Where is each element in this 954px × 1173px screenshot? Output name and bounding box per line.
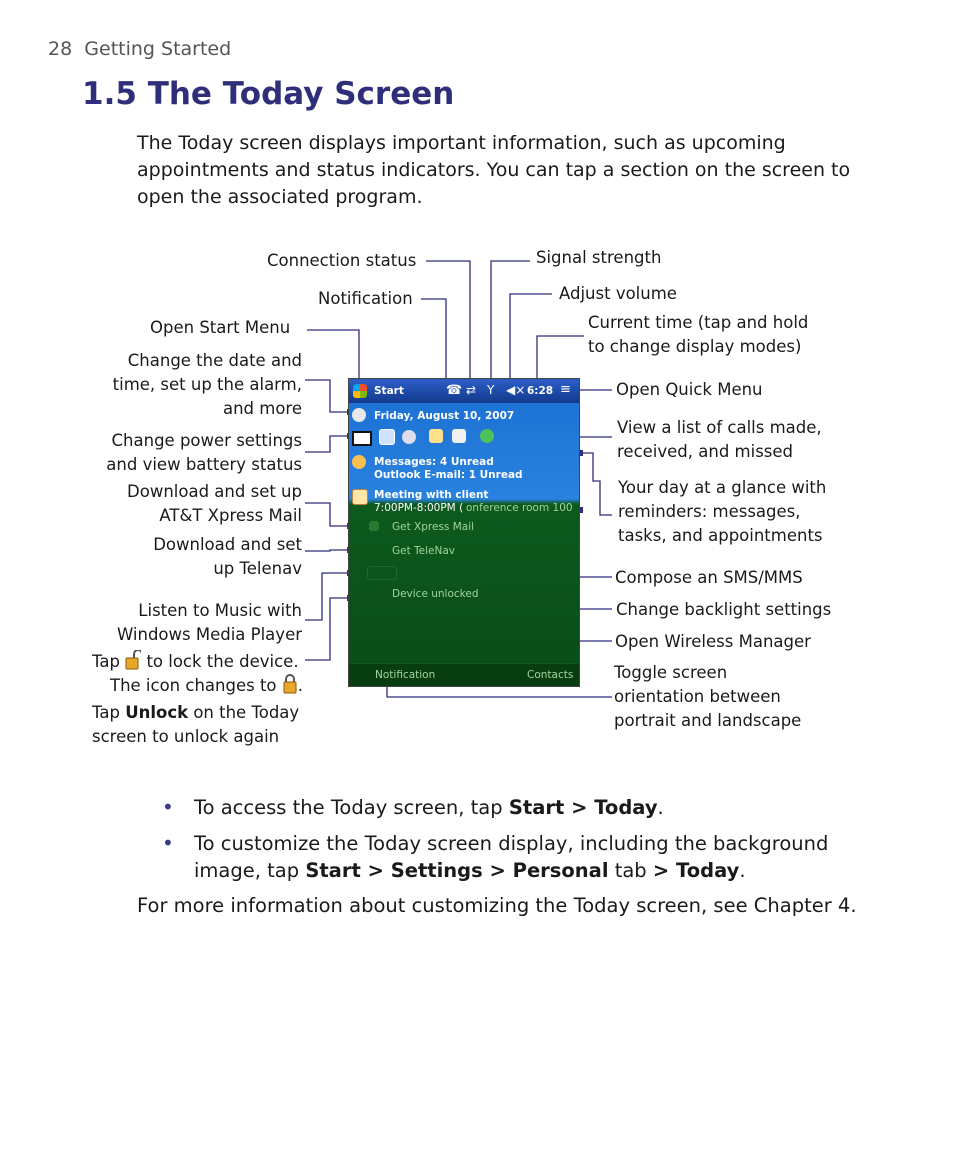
leader-lock: [305, 597, 350, 661]
label-adjust-volume: Adjust volume: [559, 284, 677, 303]
bullet-marker: •: [162, 831, 174, 855]
phone-date: Friday, August 10, 2007: [374, 410, 515, 422]
leader-music: [305, 572, 350, 621]
intro-paragraph: The Today screen displays important info…: [137, 132, 851, 208]
notification-icon: ☎: [446, 383, 463, 398]
phone-meeting: Meeting with client: [374, 489, 489, 501]
phone-meeting-time: 7:00PM-8:00PM (: [374, 502, 464, 514]
windows-flag-icon: [353, 384, 367, 398]
today-screen-image: Start ☎ ⇄ Y ◀× 6:28 ≡ Friday, August 10,…: [348, 378, 580, 687]
running-header: 28 Getting Started: [48, 38, 231, 60]
leader-time: [536, 335, 584, 381]
leader-start: [307, 329, 360, 381]
lock-line1-post: to lock the device.: [146, 652, 299, 671]
label-open-wireless: Open Wireless Manager: [615, 632, 811, 651]
lock-unlock-bold: Unlock: [125, 703, 189, 722]
leader-xpress: [305, 502, 350, 527]
label-current-time: Current time (tap and hold to change dis…: [588, 313, 809, 356]
label-open-quick-menu: Open Quick Menu: [616, 380, 763, 399]
leader-notification: [421, 298, 447, 381]
label-notification: Notification: [318, 289, 413, 308]
label-compose-sms: Compose an SMS/MMS: [615, 568, 803, 587]
media-player-bar: [367, 566, 397, 580]
section-name: Getting Started: [84, 38, 232, 60]
bullet-item: To access the Today screen, tap Start > …: [194, 794, 874, 821]
quick-menu-icon: ≡: [560, 382, 571, 397]
lock-tap-text: Tap: [92, 652, 120, 671]
bullet1-bold: Start > Today: [508, 796, 658, 819]
label-connection-status: Connection status: [267, 251, 417, 270]
messages-icon: [352, 455, 366, 469]
leader-volume: [509, 293, 552, 381]
clock-icon: [352, 408, 366, 422]
label-change-date: Change the date and time, set up the ala…: [112, 351, 302, 418]
closing-paragraph: For more information about customizing t…: [137, 894, 857, 917]
label-lock-line1: Tap to lock the device.: [92, 649, 299, 674]
label-download-xpress: Download and set up AT&T Xpress Mail: [127, 482, 302, 525]
leader-connection: [426, 260, 471, 381]
calendar-icon: [352, 489, 368, 505]
phone-xpress: Get Xpress Mail: [392, 521, 475, 533]
lock-line3-pre: Tap: [92, 703, 120, 722]
label-change-backlight: Change backlight settings: [616, 600, 832, 619]
leader-power: [305, 435, 350, 453]
wireless-manager-icon: [402, 430, 416, 444]
connection-icon: ⇄: [466, 383, 477, 397]
phone-start-label: Start: [374, 385, 404, 397]
bullet2-text: To customize the Today screen display, i…: [194, 832, 829, 882]
label-signal-strength: Signal strength: [536, 248, 662, 267]
call-history-icon: [480, 429, 494, 443]
label-view-calls: View a list of calls made, received, and…: [617, 418, 822, 461]
leader-date: [305, 379, 350, 413]
phone-messages: Messages: 4 Unread: [374, 456, 494, 468]
page-number: 28: [48, 38, 73, 60]
soft-key-bar: Notification Contacts: [349, 663, 579, 686]
battery-icon: [352, 431, 372, 446]
label-lock-line2: The icon changes to .: [110, 674, 304, 695]
sms-icon: [452, 429, 466, 443]
bullet2-bold2: > Today: [652, 859, 740, 882]
backlight-icon: [429, 429, 443, 443]
leader-signal: [490, 260, 530, 381]
phone-outlook: Outlook E-mail: 1 Unread: [374, 469, 523, 481]
bullet2-end: .: [739, 859, 746, 882]
phone-telenav: Get TeleNav: [392, 545, 456, 557]
leader-your-day: [580, 452, 612, 516]
bullet-marker: •: [162, 795, 174, 819]
rotate-screen-icon: [379, 429, 395, 445]
leader-telenav: [305, 549, 350, 552]
lock-open-icon: [125, 649, 144, 670]
label-toggle-screen: Toggle screen orientation between portra…: [614, 663, 802, 730]
label-change-power: Change power settings and view battery s…: [106, 431, 302, 474]
bullet1-text: To access the Today screen, tap: [194, 796, 509, 819]
phone-meeting-place: onference room 100: [466, 502, 573, 514]
phone-time: 6:28: [527, 385, 554, 397]
xpress-icon: [369, 521, 379, 531]
bullet2-bold: Start > Settings > Personal: [305, 859, 609, 882]
label-listen-music: Listen to Music with Windows Media Playe…: [116, 601, 302, 644]
phone-taskbar: Start ☎ ⇄ Y ◀× 6:28 ≡: [349, 379, 579, 403]
label-download-telenav: Download and set up Telenav: [153, 535, 302, 578]
phone-unlocked: Device unlocked: [392, 588, 479, 600]
bullet2-mid: tab: [608, 859, 653, 882]
lock-line2-text: The icon changes to: [110, 676, 277, 695]
soft-key-left: Notification: [375, 669, 436, 681]
label-lock-line3: Tap Unlock on the Today: [92, 701, 299, 725]
lock-line3-post: on the Today: [193, 703, 300, 722]
label-lock-line4: screen to unlock again: [92, 727, 280, 746]
lock-closed-icon: [282, 674, 298, 694]
soft-key-right: Contacts: [527, 669, 574, 681]
page-title: 1.5 The Today Screen: [82, 76, 455, 112]
label-open-start-menu: Open Start Menu: [150, 318, 291, 337]
label-your-day: Your day at a glance with reminders: mes…: [618, 478, 827, 545]
bullet-item: To customize the Today screen display, i…: [194, 830, 834, 884]
signal-icon: Y: [487, 383, 495, 397]
bullet1-end: .: [657, 796, 664, 819]
volume-icon: ◀×: [506, 383, 526, 397]
